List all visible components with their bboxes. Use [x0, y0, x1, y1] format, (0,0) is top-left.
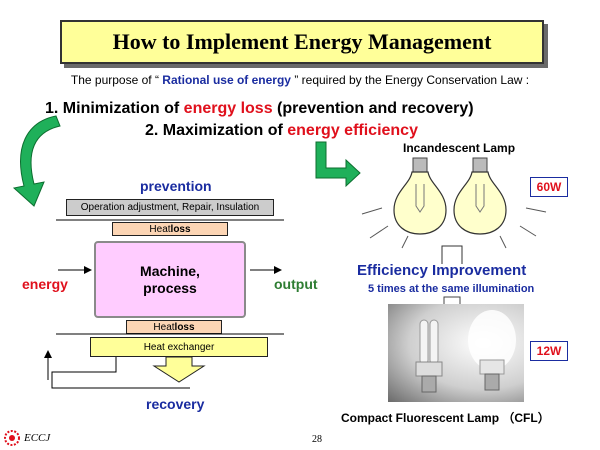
- incandescent-bulbs-icon: [361, 157, 547, 249]
- heat-loss-bottom-a: Heat: [153, 321, 175, 333]
- bent-green-arrow-icon: [315, 141, 361, 188]
- heat-exchanger-down-arrow-icon: [152, 356, 206, 383]
- point-1-suffix: (prevention and recovery): [272, 100, 474, 117]
- bulb-right: [453, 157, 507, 235]
- cfl-right: [468, 310, 516, 391]
- machine-line-1: Machine,: [140, 262, 200, 279]
- cfl-watt: 12W: [536, 344, 562, 358]
- purpose-before: The purpose of “: [70, 73, 163, 87]
- heat-loss-top-b: loss: [170, 223, 191, 235]
- point-2-highlight: energy efficiency: [287, 122, 418, 139]
- heat-loss-bottom-b: loss: [174, 321, 195, 333]
- efficiency-title: Efficiency Improvement: [357, 262, 527, 279]
- machine-line-2: process: [143, 279, 197, 296]
- purpose-highlight: Rational use of energy: [162, 73, 291, 87]
- purpose-after: ” required by the Energy Conservation La…: [290, 73, 530, 87]
- machine-process-box: Machine, process: [94, 241, 246, 318]
- operation-text: Operation adjustment, Repair, Insulation: [80, 202, 260, 213]
- page-number: 28: [312, 434, 322, 445]
- efficiency-subtitle: 5 times at the same illumination: [368, 283, 535, 295]
- incandescent-label: Incandescent Lamp: [403, 141, 516, 155]
- bracket-connector: [441, 245, 463, 264]
- recovery-label: recovery: [146, 396, 205, 412]
- curved-green-arrow-icon: [12, 115, 61, 207]
- operation-box: Operation adjustment, Repair, Insulation: [66, 199, 274, 216]
- incandescent-watt-badge: 60W: [530, 177, 568, 197]
- cfl-watt-badge: 12W: [530, 341, 568, 361]
- cfl-lamps-icon: [415, 310, 516, 393]
- bulb-left: [393, 157, 447, 235]
- eccj-logo-text: ECCJ: [24, 432, 51, 444]
- title-box: How to Implement Energy Management: [60, 20, 544, 64]
- point-2: 2. Maximization of energy efficiency: [145, 122, 418, 140]
- cfl-photo: [388, 304, 524, 402]
- purpose-line: The purpose of “ Rational use of energy …: [0, 73, 600, 87]
- recovery-loop-line: [51, 357, 190, 389]
- page-title: How to Implement Energy Management: [112, 29, 492, 54]
- eccj-logo-icon: [4, 430, 20, 446]
- prevention-label: prevention: [140, 178, 212, 194]
- heat-exchanger-text: Heat exchanger: [143, 341, 215, 353]
- energy-label: energy: [22, 276, 68, 292]
- heat-loss-top-a: Heat: [149, 223, 171, 235]
- point-1: 1. Minimization of energy loss (preventi…: [45, 100, 474, 118]
- point-1-prefix: 1. Minimization of: [45, 100, 184, 117]
- cfl-left: [415, 319, 443, 393]
- output-label: output: [274, 276, 318, 292]
- output-arrowhead-icon: [274, 266, 282, 274]
- point-2-prefix: 2. Maximization of: [145, 122, 288, 139]
- energy-arrowhead-icon: [84, 266, 92, 274]
- heat-loss-top-box: Heat loss: [112, 222, 228, 236]
- point-1-highlight: energy loss: [183, 100, 273, 117]
- cfl-label: Compact Fluorescent Lamp （CFL）: [341, 411, 550, 425]
- recovery-arrowhead-icon: [44, 350, 52, 358]
- incandescent-watt: 60W: [536, 180, 562, 194]
